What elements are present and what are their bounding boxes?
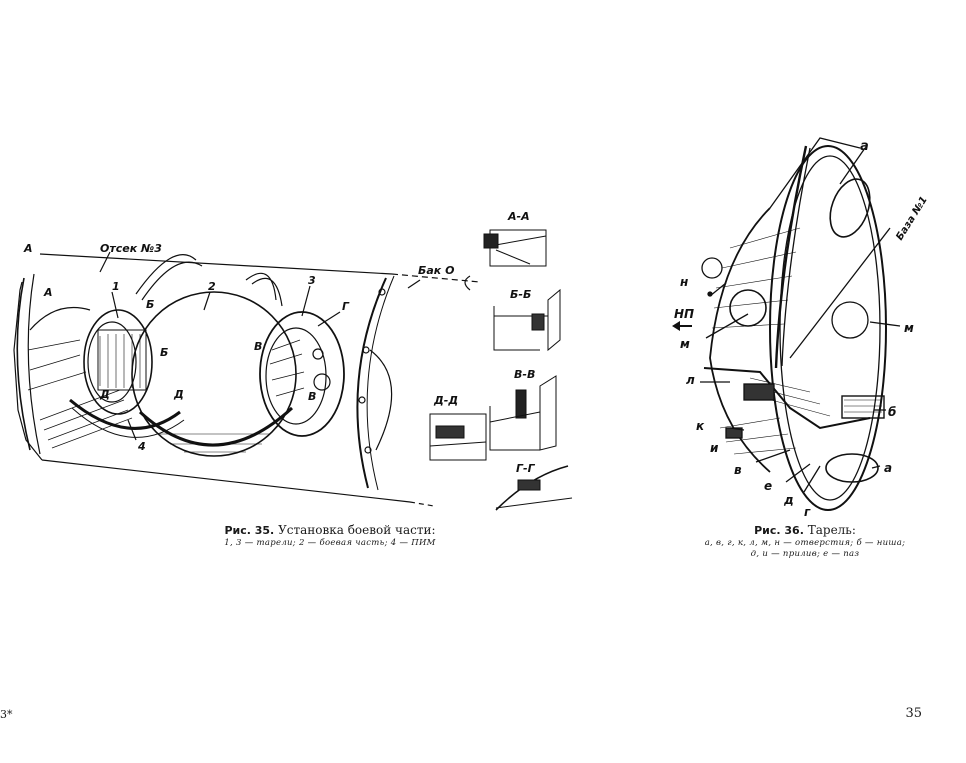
label-i: и bbox=[710, 441, 719, 455]
label-d-1: Д bbox=[173, 388, 184, 401]
label-d: д bbox=[783, 493, 794, 507]
figure-36-caption-legend-line-1: а, в, г, к, л, м, н — отверстия; б — ниш… bbox=[704, 538, 906, 548]
label-a-bottom: а bbox=[884, 461, 892, 475]
label-k: к bbox=[696, 419, 705, 433]
label-section-gg: Г-Г bbox=[516, 462, 536, 475]
figure-35-caption-legend: 1, 3 — тарели; 2 — боевая часть; 4 — ПИМ bbox=[224, 538, 436, 548]
label-v-1: В bbox=[254, 340, 262, 353]
figure-36-caption-legend-line-2: д, и — прилив; е — паз bbox=[750, 549, 860, 559]
page-number: 35 bbox=[905, 706, 922, 721]
label-number-1: 1 bbox=[112, 280, 120, 293]
label-d-2: Д bbox=[99, 388, 110, 401]
figure-36-caption-title: Рис. 36. Тарель: bbox=[754, 523, 856, 537]
label-tank-o: Бак О bbox=[418, 264, 454, 277]
label-m-left: м bbox=[680, 337, 690, 351]
label-g: г bbox=[804, 505, 811, 519]
label-m-right: м bbox=[904, 321, 914, 335]
label-number-2: 2 bbox=[208, 280, 216, 293]
label-a-upper: А bbox=[23, 242, 33, 255]
label-b-2: Б bbox=[160, 346, 168, 359]
label-compartment-3: Отсек №3 bbox=[100, 242, 162, 255]
label-e: е bbox=[764, 479, 772, 493]
label-g-1: Г bbox=[342, 300, 350, 313]
label-number-3: 3 bbox=[308, 274, 316, 287]
label-v: в bbox=[734, 463, 742, 477]
label-base-1: База №1 bbox=[894, 195, 930, 243]
label-b-1: Б bbox=[146, 298, 154, 311]
label-number-4: 4 bbox=[137, 440, 146, 453]
figure-35-caption-title: Рис. 35. Установка боевой части: bbox=[224, 523, 436, 537]
label-b: б bbox=[888, 405, 896, 419]
figure-36-caption: Рис. 36. Тарель: а, в, г, к, л, м, н — о… bbox=[660, 523, 950, 560]
signature-mark: 3* bbox=[0, 708, 13, 721]
label-np: НП bbox=[674, 307, 694, 321]
label-a-top: а bbox=[860, 139, 869, 154]
label-section-aa: А-А bbox=[507, 210, 530, 223]
figure-36-tarel-drawing: а База №1 н НП м м л к и в е д г б а bbox=[672, 137, 930, 519]
label-section-bb: Б-Б bbox=[510, 288, 531, 301]
label-section-vv: В-В bbox=[514, 368, 535, 381]
label-section-dd: Д-Д bbox=[433, 394, 458, 407]
figure-35-caption: Рис. 35. Установка боевой части: 1, 3 — … bbox=[140, 523, 520, 549]
label-a-lower: А bbox=[43, 286, 53, 299]
label-n: н bbox=[680, 275, 688, 289]
figure-35-warhead-installation-drawing: Отсек №3 Бак О А-А Б-Б В-В Д-Д Г-Г А А 1… bbox=[13, 210, 573, 511]
label-v-2: В bbox=[308, 390, 316, 403]
label-l: л bbox=[686, 373, 695, 387]
